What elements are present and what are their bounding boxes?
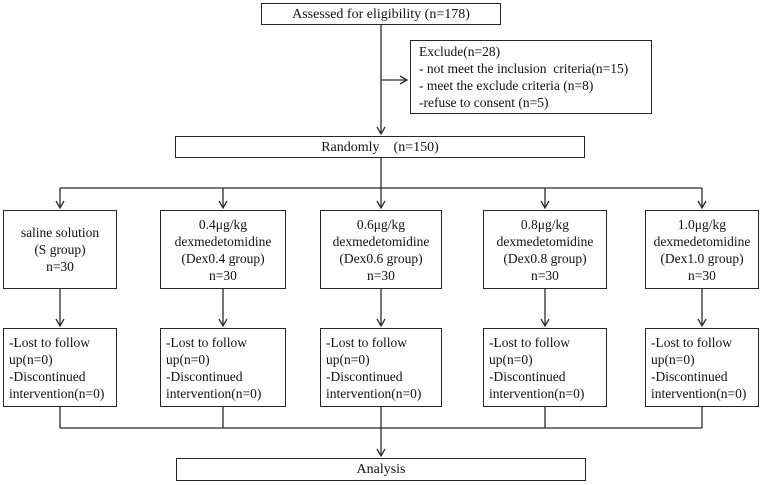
group-box-dex1.0: 1.0μg/kg dexmedetomidine (Dex1.0 group) … [645,210,759,289]
followup-dex0.4-text: -Lost to follow up(n=0) -Discontinued in… [166,334,262,401]
arrow-down-icon [376,448,386,458]
arrow-down-icon [697,318,707,328]
group-box-dex0.6: 0.6μg/kg dexmedetomidine (Dex0.6 group) … [320,210,442,289]
group-dex0.4-text: 0.4μg/kg dexmedetomidine (Dex0.4 group) … [174,216,272,283]
randomly-box: Randomly (n=150) [175,136,585,158]
followup-box-dex1.0: -Lost to follow up(n=0) -Discontinued in… [645,328,759,407]
arrow-down-icon [55,318,65,328]
group-box-saline: saline solution (S group) n=30 [3,210,117,289]
arrow-down-icon [540,318,550,328]
assessed-eligibility-box: Assessed for eligibility (n=178) [261,3,501,25]
group-saline-text: saline solution (S group) n=30 [20,225,100,274]
arrow-down-icon [55,200,65,210]
followup-dex0.6-text: -Lost to follow up(n=0) -Discontinued in… [326,334,422,401]
group-dex0.8-text: 0.8μg/kg dexmedetomidine (Dex0.8 group) … [496,216,594,283]
assessed-eligibility-label: Assessed for eligibility (n=178) [292,6,470,22]
exclude-box: Exclude(n=28) - not meet the inclusion c… [410,40,652,114]
group-box-dex0.8: 0.8μg/kg dexmedetomidine (Dex0.8 group) … [483,210,607,289]
analysis-label: Analysis [356,462,406,477]
arrow-down-icon [218,200,228,210]
randomly-label: Randomly (n=150) [321,139,439,155]
exclude-text: Exclude(n=28) - not meet the inclusion c… [419,44,629,110]
followup-box-dex0.6: -Lost to follow up(n=0) -Discontinued in… [320,328,442,407]
arrow-down-icon [540,200,550,210]
followup-saline-text: -Lost to follow up(n=0) -Discontinued in… [9,334,105,401]
group-box-dex0.4: 0.4μg/kg dexmedetomidine (Dex0.4 group) … [160,210,286,289]
followup-box-dex0.4: -Lost to follow up(n=0) -Discontinued in… [160,328,286,407]
arrow-down-icon [376,126,386,136]
arrow-down-icon [218,318,228,328]
followup-box-saline: -Lost to follow up(n=0) -Discontinued in… [3,328,117,407]
followup-dex0.8-text: -Lost to follow up(n=0) -Discontinued in… [489,334,585,401]
arrow-down-icon [376,318,386,328]
group-dex0.6-text: 0.6μg/kg dexmedetomidine (Dex0.6 group) … [332,216,430,283]
arrow-down-icon [697,200,707,210]
followup-dex1.0-text: -Lost to follow up(n=0) -Discontinued in… [651,334,747,401]
followup-box-dex0.8: -Lost to follow up(n=0) -Discontinued in… [483,328,607,407]
analysis-box: Analysis [176,458,586,481]
arrow-down-icon [376,200,386,210]
group-dex1.0-text: 1.0μg/kg dexmedetomidine (Dex1.0 group) … [653,216,751,283]
arrow-right-icon [399,75,409,85]
